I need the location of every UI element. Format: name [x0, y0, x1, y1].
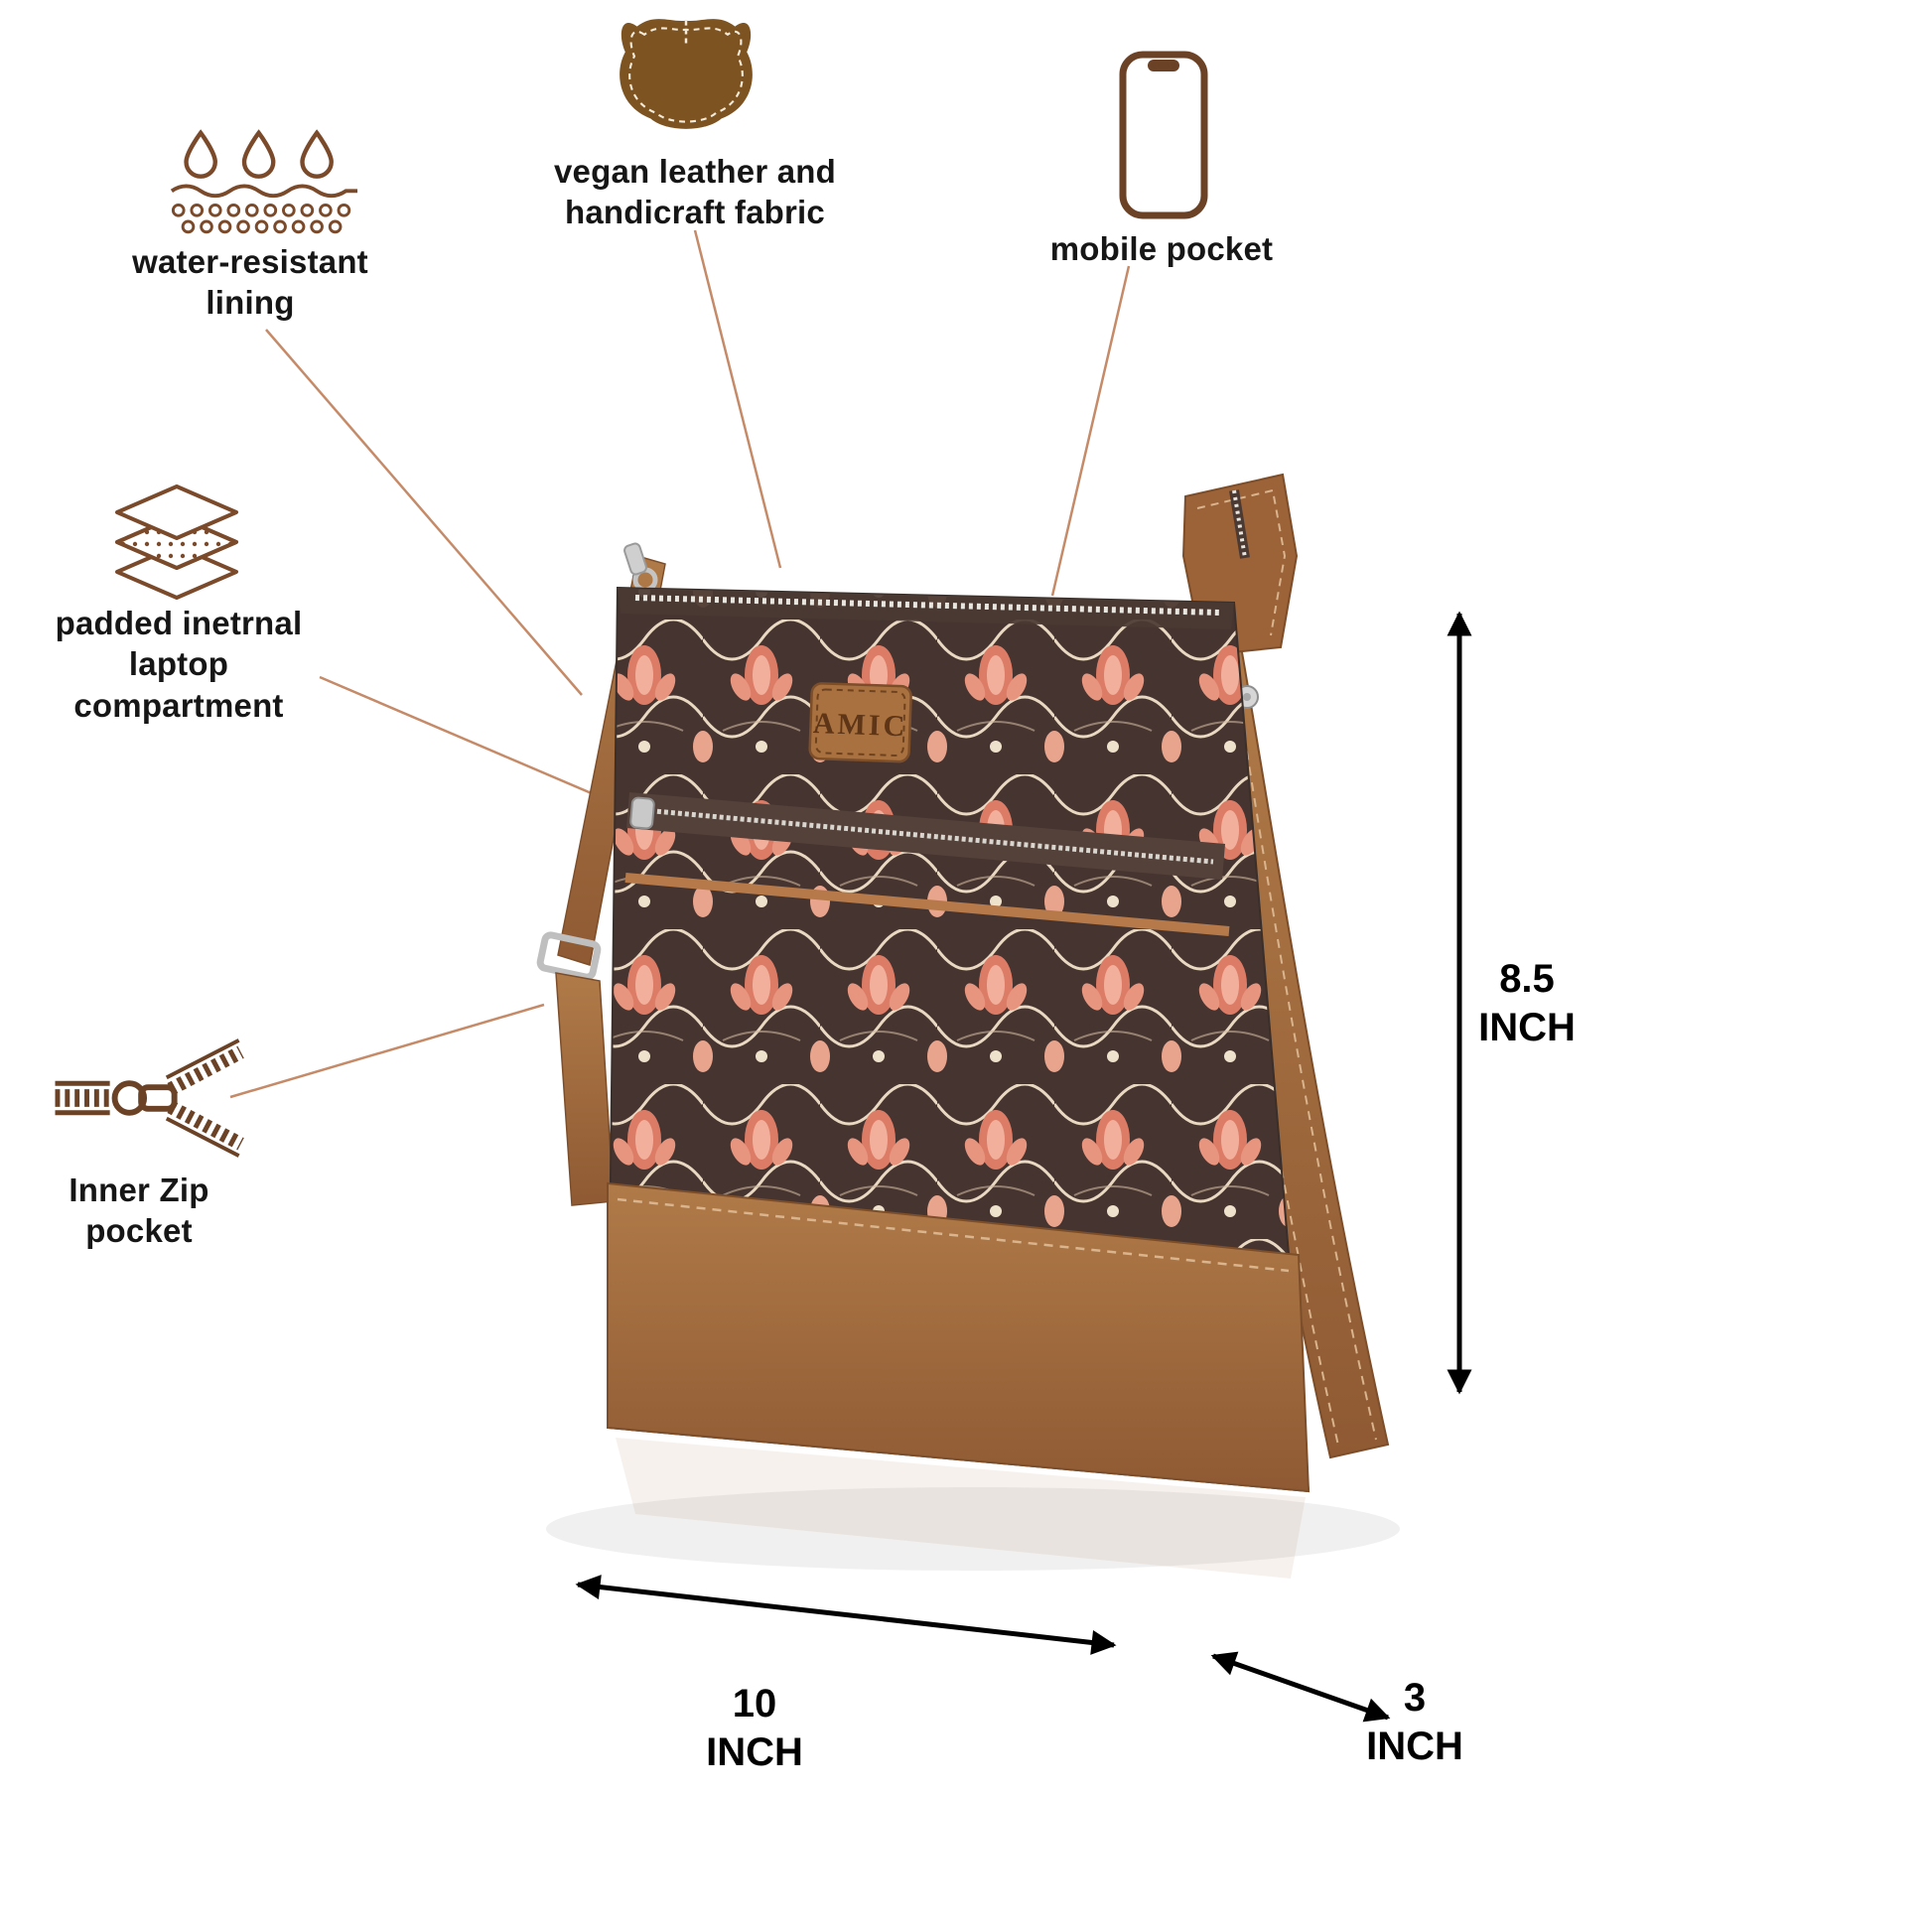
front-zipper-tape [626, 792, 1225, 880]
padded-laptop-label-line2: laptop compartment [73, 645, 284, 724]
width-dimension-label: 10 INCH [650, 1680, 859, 1777]
inner-zip-label: Inner Zip pocket [20, 1170, 258, 1252]
brand-logo: AMIC [812, 707, 907, 743]
leather-base-panel [607, 1181, 1311, 1493]
callout-line-zip [229, 1003, 545, 1099]
vegan-leather-label-line1: vegan leather and [554, 153, 836, 190]
callout-lines [229, 229, 1131, 1099]
callout-line-leather [693, 229, 782, 569]
front-zipper-slider [629, 796, 655, 830]
depth-value: 3 [1403, 1676, 1427, 1720]
padded-layers-icon [115, 484, 238, 600]
bag-illustration: AMIC [536, 473, 1400, 1579]
mobile-pocket-label-text: mobile pocket [1049, 230, 1274, 267]
padded-laptop-label: padded inetrnal laptop compartment [30, 603, 328, 726]
width-unit: INCH [706, 1729, 803, 1774]
pocket-piping [624, 873, 1230, 936]
width-arrow [575, 1575, 1117, 1655]
height-unit: INCH [1478, 1005, 1576, 1049]
vegan-leather-label-line2: handicraft fabric [565, 194, 825, 231]
zipper-pull-top [623, 542, 647, 576]
brand-patch: AMIC [808, 682, 912, 763]
inner-zip-label-text: Inner Zip pocket [69, 1172, 209, 1250]
water-resistant-label: water-resistant lining [119, 241, 381, 324]
vegan-leather-label: vegan leather and handicraft fabric [536, 151, 854, 233]
depth-unit: INCH [1366, 1724, 1463, 1768]
width-value: 10 [732, 1682, 777, 1725]
phone-icon [1119, 51, 1208, 219]
callout-line-mobile [1050, 265, 1131, 597]
height-value: 8.5 [1499, 957, 1555, 1001]
depth-arrow [1210, 1651, 1391, 1723]
callout-line-padded [319, 675, 636, 814]
strap-buckle [536, 931, 602, 981]
zipper-icon [55, 1038, 244, 1158]
mobile-pocket-label: mobile pocket [1033, 228, 1291, 269]
dimension-arrows [575, 611, 1472, 1723]
front-zipper-teeth [642, 807, 1214, 865]
water-resistant-label-line2: lining [206, 284, 295, 322]
callout-line-water [265, 329, 583, 696]
adjuster-strap-lower [555, 972, 615, 1206]
depth-dimension-label: 3 INCH [1330, 1674, 1499, 1771]
height-dimension-label: 8.5 INCH [1467, 955, 1587, 1052]
leather-hide-icon [620, 19, 753, 129]
top-zipper-teeth [634, 595, 1222, 616]
water-resistant-label-line1: water-resistant [132, 243, 368, 280]
water-drops-icon [170, 129, 358, 234]
padded-laptop-label-line1: padded inetrnal [55, 605, 303, 641]
